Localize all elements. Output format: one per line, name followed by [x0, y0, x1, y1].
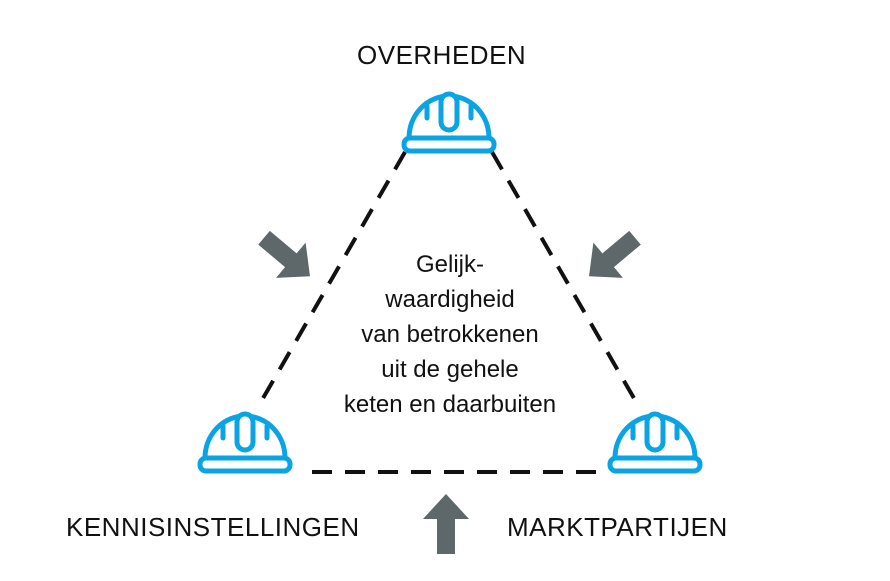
- center-text-line: keten en daarbuiten: [343, 391, 557, 418]
- dashed-edges: [260, 151, 637, 474]
- center-text-line: van betrokkenen: [361, 321, 539, 348]
- label-kennisinstellingen: KENNISINSTELLINGEN: [66, 512, 360, 542]
- center-text-line: waardigheid: [385, 286, 515, 313]
- arrow-icon-up: [423, 494, 469, 554]
- edge-left: [260, 151, 407, 401]
- edge-right: [490, 151, 637, 401]
- center-text: Gelijk- waardigheid van betrokkenen uit …: [300, 247, 600, 422]
- center-text-line: Gelijk-: [415, 251, 484, 278]
- label-overheden: OVERHEDEN: [357, 40, 527, 70]
- hard-hat-icon-left: [200, 414, 290, 471]
- center-text-line: uit de gehele: [381, 356, 519, 383]
- hard-hat-icon-top: [404, 94, 494, 151]
- label-marktpartijen: MARKTPARTIJEN: [507, 512, 728, 542]
- hard-hat-icon-right: [610, 414, 700, 471]
